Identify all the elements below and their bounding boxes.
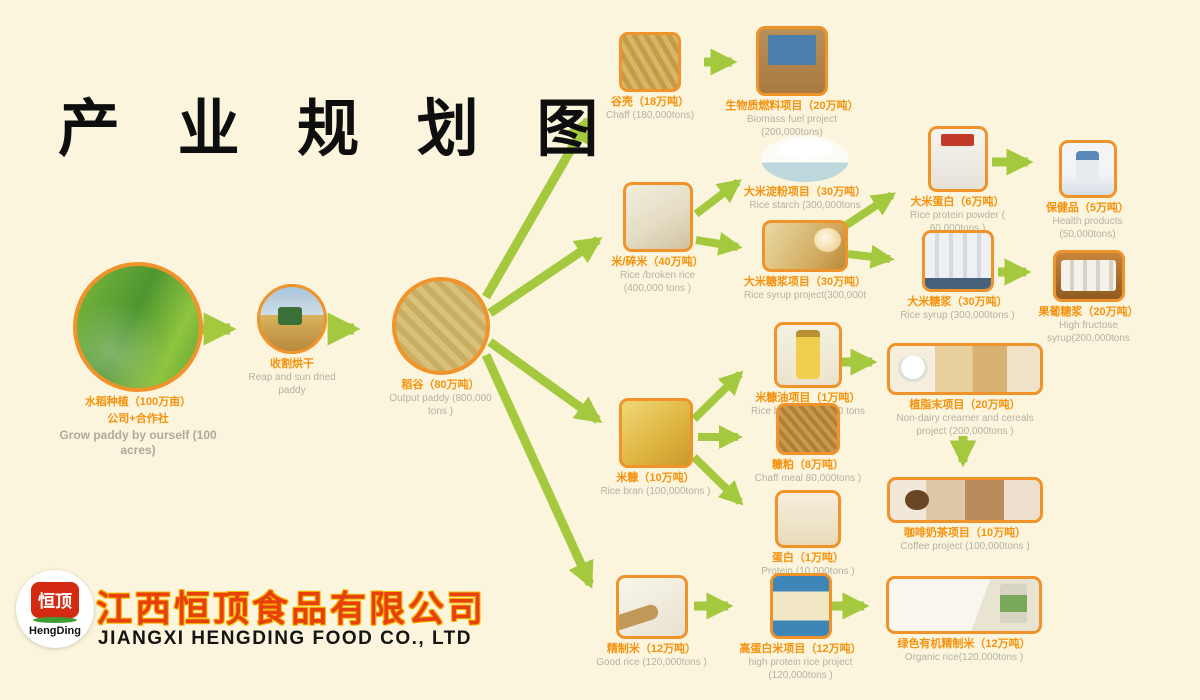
creamer-label-en: Non-dairy creamer and cereals project (2… bbox=[896, 413, 1034, 437]
bran-oil-label-zh: 米糠油项目（1万吨） bbox=[755, 392, 861, 404]
protein-label-zh: 蛋白（1万吨） bbox=[771, 552, 845, 564]
broken-rice-image bbox=[622, 182, 693, 252]
rice-syrup-image bbox=[921, 230, 994, 292]
company-name-zh: 江西恒顶食品有限公司 bbox=[96, 588, 487, 629]
node-rice-syrup-project: 大米糖浆项目（30万吨） Rice syrup project(300,000t bbox=[738, 220, 872, 303]
paddy-field-label-en: Grow paddy by ourself (100 acres) bbox=[59, 427, 217, 457]
coffee-label-en: Coffee project (100,000tons ) bbox=[900, 541, 1030, 553]
node-rice-syrup: 大米糖浆（30万吨） Rice syrup (300,000tons ) bbox=[900, 230, 1015, 323]
rice-bran-oil-image bbox=[774, 322, 842, 388]
good-rice-label-en: Good rice (120,000tons ) bbox=[596, 657, 707, 669]
node-broken-rice: 米/碎米（40万吨） Rice /broken rice (400,000 to… bbox=[600, 182, 715, 295]
harvest-label-en: Reap and sun dried paddy bbox=[248, 372, 336, 396]
protein-image bbox=[775, 490, 841, 548]
chaff-label-zh: 谷壳（18万吨） bbox=[610, 96, 690, 108]
biomass-label-en: Biomass fuel project (200,000tons) bbox=[746, 114, 838, 138]
rice-syrup-label-zh: 大米糖浆（30万吨） bbox=[907, 296, 1008, 308]
rice-bran-label-en: Rice bran (100,000tons ) bbox=[600, 486, 711, 498]
chaff-image bbox=[619, 32, 681, 92]
organic-rice-label-en: Organic rice(120,000tons ) bbox=[904, 652, 1024, 664]
biomass-fuel-image bbox=[756, 26, 828, 96]
rice-protein-label-en: Rice protein powder ( 60,000tons ) bbox=[909, 210, 1006, 234]
chaff-meal-label-zh: 糠粕（8万吨） bbox=[771, 459, 845, 471]
rice-syrup-project-image bbox=[762, 220, 848, 272]
node-rice-starch: 大米淀粉项目（30万吨） Rice starch (300,000tons bbox=[740, 136, 870, 213]
protein-label-en: Protein (10,000tons ) bbox=[761, 566, 855, 578]
output-paddy-label-en: Output paddy (800,000 tons ) bbox=[389, 393, 492, 417]
creamer-project-image bbox=[887, 343, 1043, 395]
rice-protein-label-zh: 大米蛋白（6万吨） bbox=[910, 196, 1005, 208]
good-rice-image bbox=[615, 575, 688, 639]
node-fructose-syrup: 果葡糖浆（20万吨） High fructose syrup(200,000to… bbox=[1036, 250, 1141, 345]
health-products-label-zh: 保健品（5万吨） bbox=[1045, 202, 1130, 214]
rice-starch-image bbox=[761, 136, 849, 182]
node-creamer-project: 植脂末项目（20万吨） Non-dairy creamer and cereal… bbox=[884, 343, 1046, 438]
rice-starch-label-en: Rice starch (300,000tons bbox=[749, 200, 861, 212]
chaff-label-en: Chaff (180,000tons) bbox=[605, 110, 695, 122]
paddy-field-label-zh: 水稻种植（100万亩） bbox=[84, 396, 192, 408]
broken-rice-label-en: Rice /broken rice (400,000 tons ) bbox=[619, 270, 696, 294]
health-products-label-en: Health products (50,000tons) bbox=[1052, 216, 1123, 240]
node-harvest: 收割烘干 Reap and sun dried paddy bbox=[242, 284, 342, 397]
rice-bran-image bbox=[618, 398, 693, 468]
logo-brand-zh: 恒顶 bbox=[38, 592, 72, 611]
paddy-field-image bbox=[73, 262, 203, 392]
paddy-field-label-zh2: 公司+合作社 bbox=[107, 413, 169, 426]
node-good-rice: 精制米（12万吨） Good rice (120,000tons ) bbox=[594, 575, 709, 670]
rice-protein-image bbox=[927, 126, 988, 192]
rice-starch-label-zh: 大米淀粉项目（30万吨） bbox=[743, 186, 867, 198]
node-chaff-meal: 糠粕（8万吨） Chaff meal 80,000tons ) bbox=[748, 403, 868, 486]
harvester-image bbox=[257, 284, 327, 354]
health-products-image bbox=[1058, 140, 1117, 198]
hengding-logo: 恒顶 HengDing bbox=[12, 570, 98, 648]
harvest-label-zh: 收割烘干 bbox=[270, 358, 314, 370]
node-rice-protein: 大米蛋白（6万吨） Rice protein powder ( 60,000to… bbox=[900, 126, 1015, 235]
node-protein: 蛋白（1万吨） Protein (10,000tons ) bbox=[748, 490, 868, 579]
good-rice-label-zh: 精制米（12万吨） bbox=[606, 643, 697, 655]
coffee-label-zh: 咖啡奶茶项目（10万吨） bbox=[903, 527, 1027, 539]
company-name-en: JIANGXI HENGDING FOOD CO., LTD bbox=[98, 628, 472, 649]
output-paddy-image bbox=[391, 277, 490, 375]
logo-circle: 恒顶 HengDing bbox=[16, 570, 94, 648]
rice-bran-label-zh: 米糠（10万吨） bbox=[616, 472, 695, 484]
node-output-paddy: 稻谷（80万吨） Output paddy (800,000 tons ) bbox=[388, 277, 493, 418]
output-paddy-label-zh: 稻谷（80万吨） bbox=[401, 379, 480, 391]
broken-rice-label-zh: 米/碎米（40万吨） bbox=[611, 256, 704, 268]
node-chaff: 谷壳（18万吨） Chaff (180,000tons) bbox=[596, 32, 704, 123]
creamer-label-zh: 植脂末项目（20万吨） bbox=[909, 399, 1021, 411]
node-health-products: 保健品（5万吨） Health products (50,000tons) bbox=[1040, 140, 1135, 241]
rice-syrup-project-label-en: Rice syrup project(300,000t bbox=[743, 290, 867, 302]
high-protein-rice-label-zh: 高蛋白米项目（12万吨） bbox=[739, 643, 862, 655]
node-biomass-fuel: 生物质燃料项目（20万吨） Biomass fuel project (200,… bbox=[722, 26, 862, 139]
fructose-syrup-image bbox=[1052, 250, 1125, 302]
logo-brand-en: HengDing bbox=[29, 624, 81, 637]
high-protein-rice-label-en: high protein rice project (120,000tons ) bbox=[748, 657, 853, 681]
fructose-label-zh: 果葡糖浆（20万吨） bbox=[1038, 306, 1139, 318]
organic-rice-label-zh: 绿色有机精制米（12万吨） bbox=[897, 638, 1031, 650]
chaff-meal-image bbox=[776, 403, 840, 455]
chaff-meal-label-en: Chaff meal 80,000tons ) bbox=[754, 473, 862, 485]
node-coffee-project: 咖啡奶茶项目（10万吨） Coffee project (100,000tons… bbox=[884, 477, 1046, 554]
high-protein-rice-image bbox=[769, 573, 832, 639]
node-paddy-field: 水稻种植（100万亩） 公司+合作社 Grow paddy by ourself… bbox=[48, 262, 228, 458]
page-title: 产 业 规 划 图 bbox=[58, 92, 617, 165]
organic-rice-image bbox=[886, 576, 1042, 634]
coffee-project-image bbox=[887, 477, 1043, 523]
fructose-label-en: High fructose syrup(200,000tons bbox=[1047, 320, 1130, 344]
logo-mark-icon: 恒顶 bbox=[31, 581, 79, 623]
node-rice-bran: 米糠（10万吨） Rice bran (100,000tons ) bbox=[598, 398, 713, 499]
node-organic-rice: 绿色有机精制米（12万吨） Organic rice(120,000tons ) bbox=[880, 576, 1048, 665]
node-high-protein-rice: 高蛋白米项目（12万吨） high protein rice project (… bbox=[738, 573, 863, 682]
biomass-label-zh: 生物质燃料项目（20万吨） bbox=[725, 100, 859, 112]
rice-syrup-label-en: Rice syrup (300,000tons ) bbox=[900, 310, 1015, 322]
rice-syrup-project-label-zh: 大米糖浆项目（30万吨） bbox=[743, 276, 867, 288]
